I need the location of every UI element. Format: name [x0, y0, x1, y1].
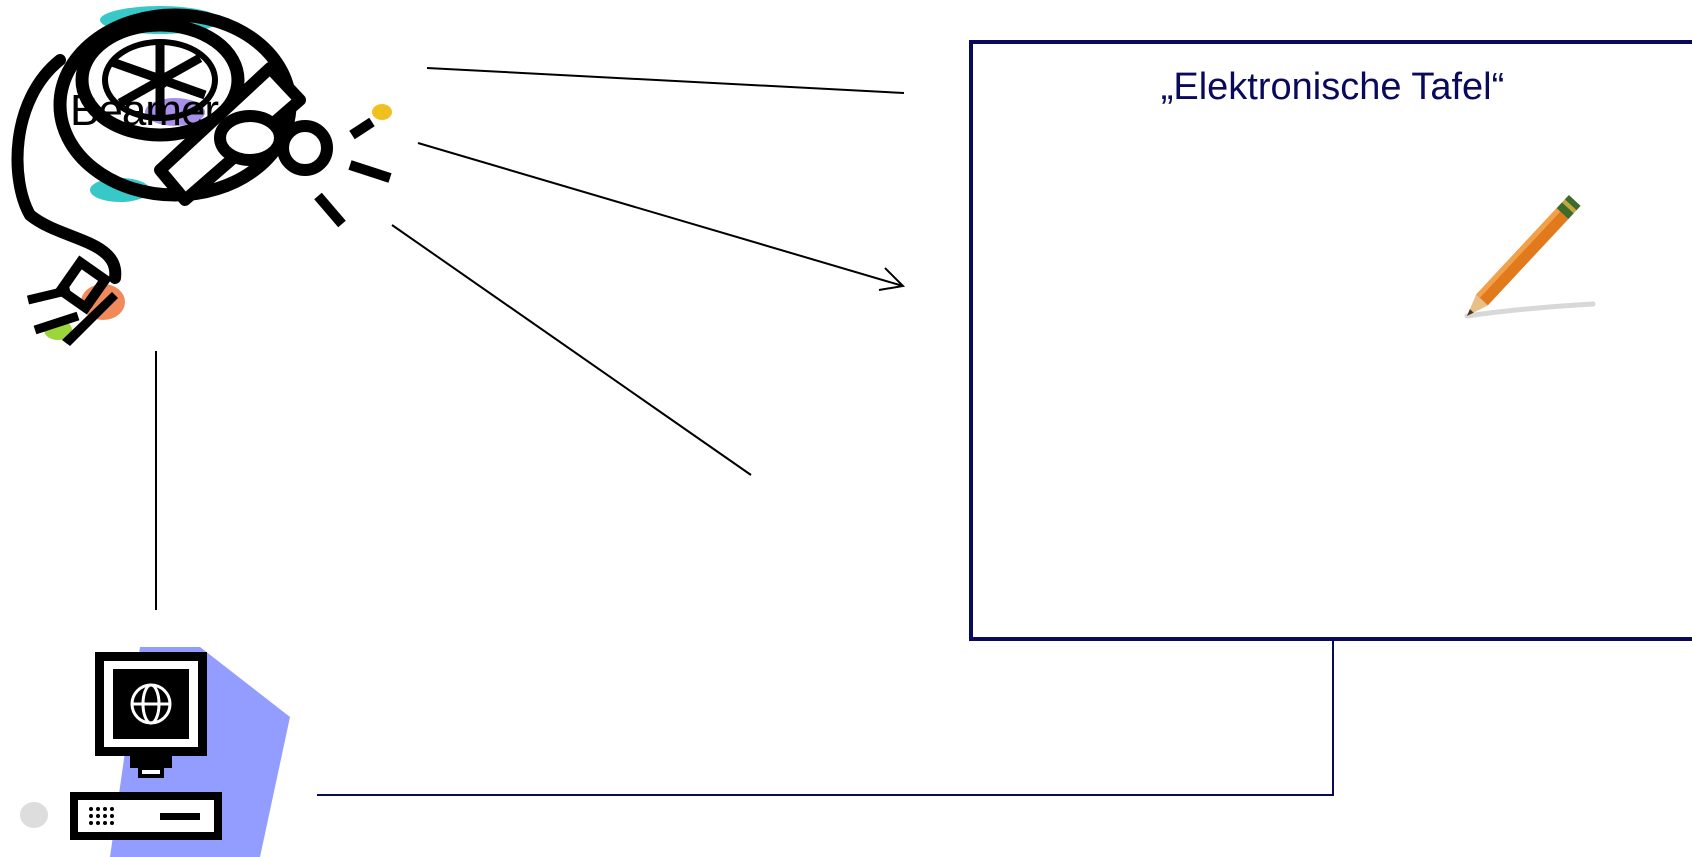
- beam-arrowhead: [878, 267, 906, 291]
- pencil-icon: [1464, 194, 1596, 319]
- board-title: „Elektronische Tafel“: [1160, 66, 1505, 108]
- beamer-label: Beamer: [70, 86, 219, 135]
- electronic-whiteboard: „Elektronische Tafel“: [969, 40, 1692, 641]
- beam-line-bottom: [391, 224, 752, 476]
- beam-line-top: [426, 67, 905, 94]
- computer-board-line: [317, 641, 1334, 796]
- computer-globe-icon: [20, 647, 290, 857]
- projector-clipart-icon: [11, 6, 392, 346]
- beam-line-middle: [417, 142, 904, 287]
